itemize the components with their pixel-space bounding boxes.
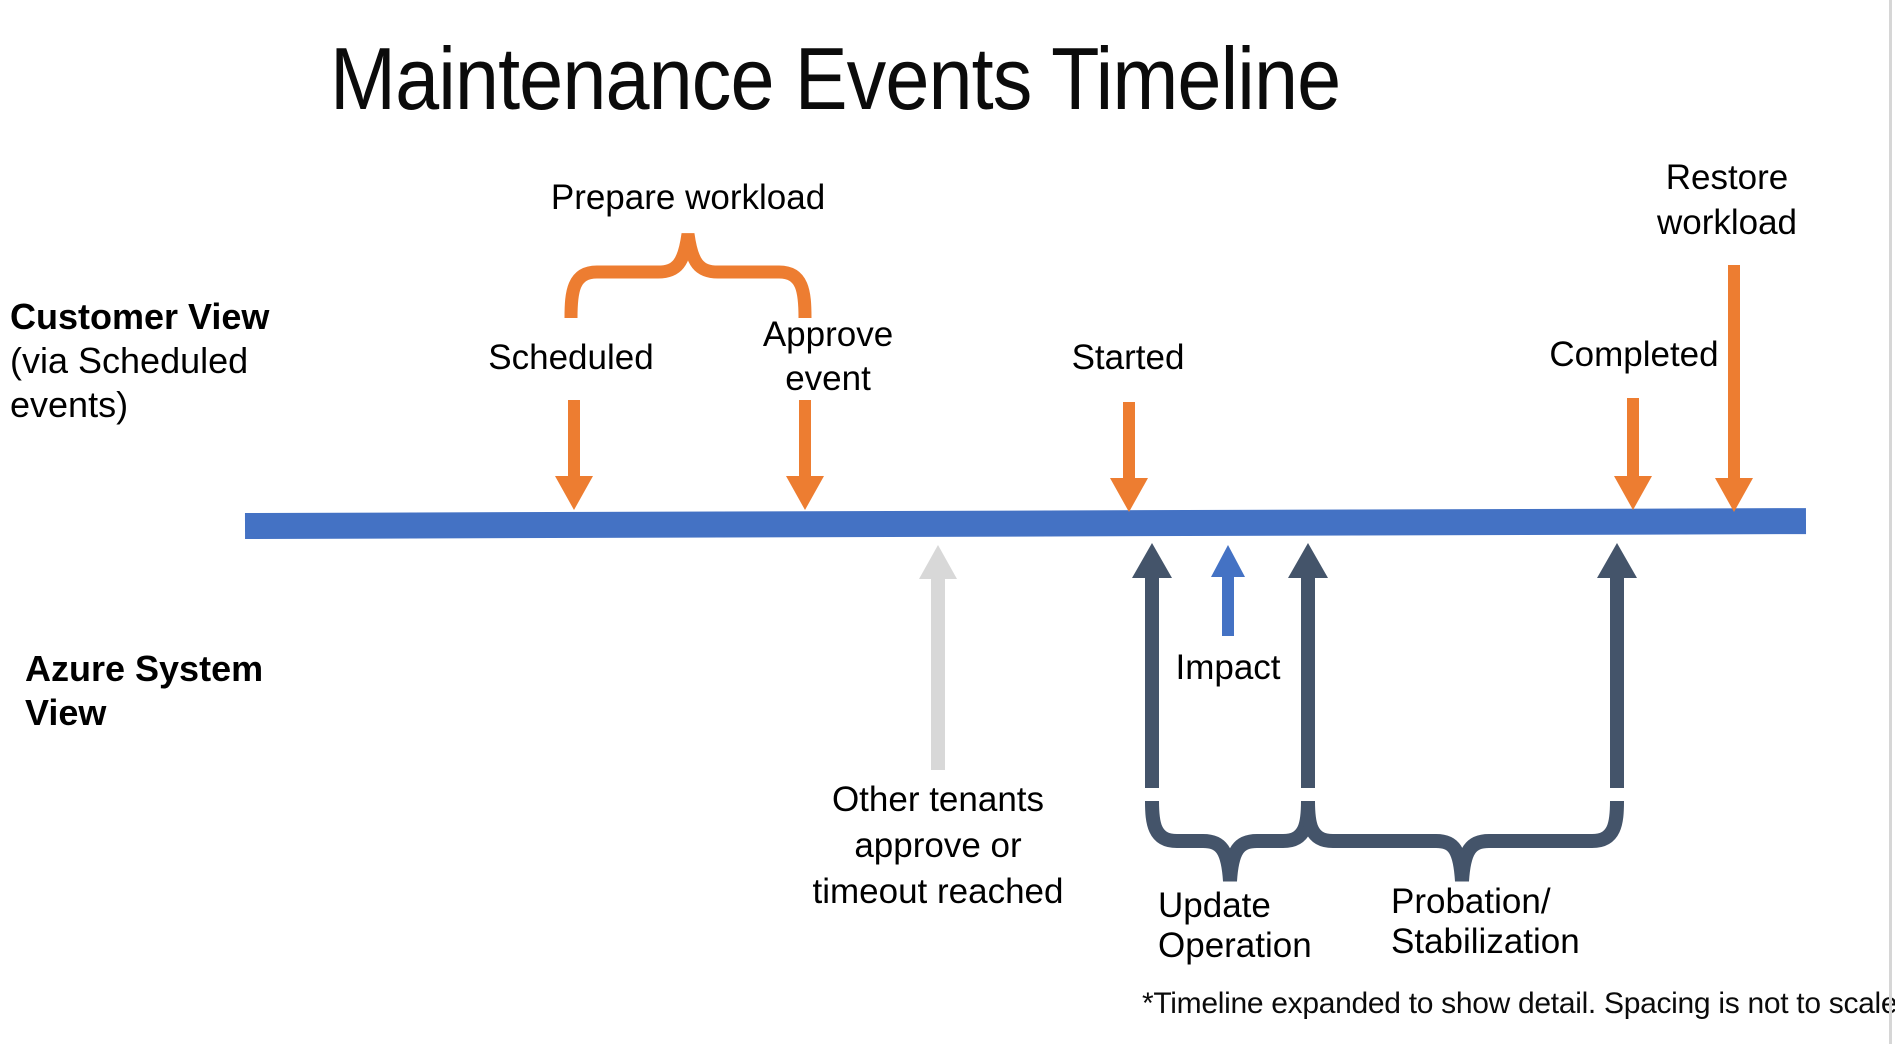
update-operation-line2: Operation — [1158, 926, 1312, 965]
approve-event-label: Approve event — [728, 313, 928, 401]
approve-event-line1: Approve — [762, 315, 894, 354]
prepare-workload-brace-icon — [564, 233, 812, 319]
scheduled-label: Scheduled — [488, 338, 654, 377]
probation-line2: Stabilization — [1391, 922, 1580, 961]
timeline-bar — [244, 508, 1807, 539]
azure-view-line1: Azure System — [25, 648, 264, 689]
probation-stabilization-brace-icon — [1301, 800, 1624, 882]
impact-label: Impact — [1175, 648, 1281, 687]
approve-event-arrow-down-icon — [786, 400, 824, 510]
footnote: *Timeline expanded to show detail. Spaci… — [1142, 987, 1895, 1020]
customer-view-line1: Customer View — [10, 296, 270, 337]
other-tenants-label: Other tenants approve or timeout reached — [788, 777, 1088, 915]
customer-view-line3: events) — [10, 384, 129, 425]
restore-workload-arrow-down-icon — [1715, 265, 1753, 512]
prepare-workload-label: Prepare workload — [550, 178, 826, 217]
update-operation-brace-icon — [1145, 800, 1315, 882]
page-title: Maintenance Events Timeline — [330, 29, 1341, 128]
update-operation-label: Update Operation — [1158, 886, 1312, 966]
started-arrow-down-icon — [1110, 402, 1148, 512]
impact-arrow-up-icon — [1211, 545, 1245, 636]
probation-end-arrow-up-icon — [1597, 543, 1637, 788]
customer-arrows — [555, 265, 1753, 512]
system-braces — [1145, 800, 1624, 882]
other-tenants-line1: Other tenants — [831, 780, 1045, 819]
probation-line1: Probation/ — [1391, 882, 1551, 921]
restore-workload-line2: workload — [1656, 203, 1798, 242]
probation-stabilization-label: Probation/ Stabilization — [1391, 882, 1580, 962]
completed-label: Completed — [1549, 335, 1719, 374]
azure-view-line2: View — [25, 692, 107, 733]
scheduled-arrow-down-icon — [555, 400, 593, 510]
completed-arrow-down-icon — [1614, 398, 1652, 510]
slide-right-edge-divider — [1889, 0, 1892, 1044]
customer-view-label: Customer View (via Scheduled events) — [10, 295, 269, 427]
restore-workload-label: Restore workload — [1627, 155, 1827, 245]
restore-workload-line1: Restore — [1665, 158, 1789, 197]
system-arrows — [1132, 543, 1637, 788]
customer-view-line2: (via Scheduled — [10, 340, 249, 381]
other-tenants-line2: approve or — [854, 826, 1022, 865]
update-start-arrow-up-icon — [1132, 543, 1172, 788]
started-label: Started — [1071, 338, 1185, 377]
other-tenants-line3: timeout reached — [812, 872, 1064, 911]
update-end-arrow-up-icon — [1288, 543, 1328, 788]
approve-event-line2: event — [785, 359, 871, 398]
azure-system-view-label: Azure System View — [25, 647, 263, 735]
update-operation-line1: Update — [1158, 886, 1271, 925]
other-tenants-arrow-up-icon — [919, 545, 957, 770]
